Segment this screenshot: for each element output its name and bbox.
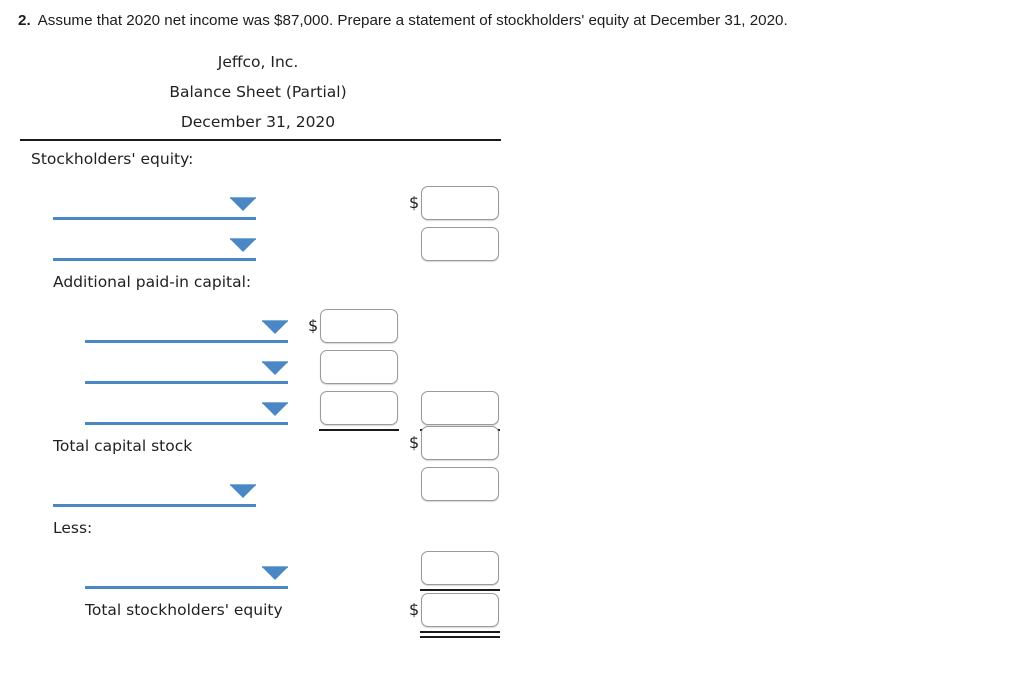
row-total-stockholders-equity: Total stockholders' equity $ xyxy=(0,593,520,638)
cell-se-amt-1: $ xyxy=(409,186,499,220)
row-se-line-1: $ xyxy=(0,186,520,227)
cell-se-amt-2 xyxy=(421,227,499,261)
cell-apic-amt-1: $ xyxy=(308,309,398,343)
row-se-line-2 xyxy=(0,227,520,268)
chevron-down-icon xyxy=(230,198,256,211)
dropdown-underline xyxy=(85,422,288,425)
question-number: 2. xyxy=(18,12,31,29)
row-apic-line-2 xyxy=(0,350,520,391)
label-stockholders-equity: Stockholders' equity: xyxy=(31,150,194,168)
cell-tcs-amt-2 xyxy=(421,467,499,501)
row-apic-line-3 xyxy=(0,391,520,432)
dropdown-underline xyxy=(53,504,256,507)
row-apic-line-1: $ xyxy=(0,309,520,350)
cell-less-amt xyxy=(420,551,500,591)
chevron-down-icon xyxy=(230,239,256,252)
input-less-amt[interactable] xyxy=(421,551,499,585)
dropdown-apic-line-2[interactable] xyxy=(85,350,288,384)
grand-total-double-rule xyxy=(420,631,500,638)
subtotal-rule-mid xyxy=(319,429,399,431)
dropdown-underline xyxy=(85,340,288,343)
row-apic-heading: Additional paid-in capital: xyxy=(0,268,520,309)
input-tse-amt[interactable] xyxy=(421,593,499,627)
chevron-down-icon xyxy=(262,567,288,580)
balance-sheet-form: Jeffco, Inc. Balance Sheet (Partial) Dec… xyxy=(0,52,520,638)
cell-apic-amt-2 xyxy=(320,350,398,384)
dropdown-se-line-1[interactable] xyxy=(53,186,256,220)
input-se-amt-2[interactable] xyxy=(421,227,499,261)
row-total-capital-stock: Total capital stock $ xyxy=(0,426,520,473)
company-name: Jeffco, Inc. xyxy=(217,53,299,71)
question-prompt: 2. Assume that 2020 net income was $87,00… xyxy=(18,11,1008,31)
row-less-heading: Less: xyxy=(0,514,520,555)
dropdown-underline xyxy=(85,381,288,384)
report-title: Balance Sheet (Partial) xyxy=(169,83,347,101)
cell-tse-amt: $ xyxy=(409,593,500,638)
row-less-line-1 xyxy=(0,551,520,596)
input-apic-total[interactable] xyxy=(421,391,499,425)
chevron-down-icon xyxy=(262,321,288,334)
dropdown-less-line-1[interactable] xyxy=(85,555,288,589)
header-divider xyxy=(20,139,501,141)
cell-apic-total xyxy=(420,391,500,431)
input-tcs-amt[interactable] xyxy=(421,426,499,460)
dropdown-apic-line-1[interactable] xyxy=(85,309,288,343)
input-tcs-amt-2[interactable] xyxy=(421,467,499,501)
chevron-down-icon xyxy=(262,362,288,375)
question-text: Assume that 2020 net income was $87,000.… xyxy=(37,12,788,29)
report-date: December 31, 2020 xyxy=(180,113,336,131)
form-rows: Stockholders' equity: $ xyxy=(0,145,520,638)
dollar-sign: $ xyxy=(409,600,420,619)
input-se-amt-1[interactable] xyxy=(421,186,499,220)
chevron-down-icon xyxy=(230,485,256,498)
dropdown-underline xyxy=(53,258,256,261)
chevron-down-icon xyxy=(262,403,288,416)
dropdown-underline xyxy=(85,586,288,589)
row-tcs-line-1 xyxy=(0,467,520,514)
cell-tcs-amt: $ xyxy=(409,426,499,460)
dollar-sign: $ xyxy=(409,433,420,452)
less-subtotal-rule xyxy=(420,589,500,591)
label-less: Less: xyxy=(53,519,93,537)
label-additional-paid-in-capital: Additional paid-in capital: xyxy=(53,273,252,291)
label-total-capital-stock: Total capital stock xyxy=(53,437,193,455)
dollar-sign: $ xyxy=(308,316,319,335)
label-total-stockholders-equity: Total stockholders' equity xyxy=(85,601,283,619)
dollar-sign: $ xyxy=(409,193,420,212)
input-apic-amt-2[interactable] xyxy=(320,350,398,384)
dropdown-apic-line-3[interactable] xyxy=(85,391,288,425)
dropdown-se-line-2[interactable] xyxy=(53,227,256,261)
dropdown-tcs-line-1[interactable] xyxy=(53,473,256,507)
dropdown-underline xyxy=(53,217,256,220)
row-stockholders-equity-heading: Stockholders' equity: xyxy=(0,145,520,186)
input-apic-amt-3[interactable] xyxy=(320,391,398,425)
input-apic-amt-1[interactable] xyxy=(320,309,398,343)
cell-apic-amt-3 xyxy=(319,391,399,431)
